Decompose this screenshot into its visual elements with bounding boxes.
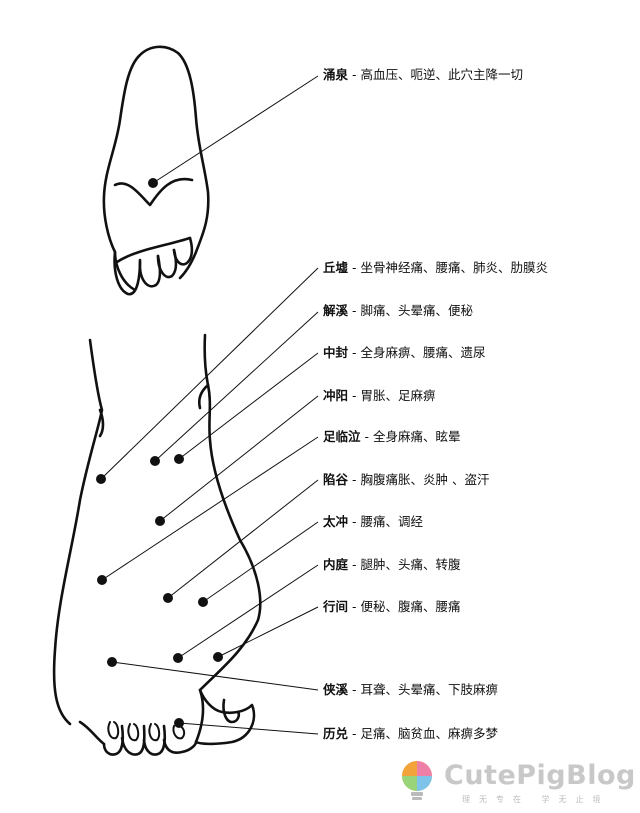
separator: - bbox=[352, 345, 357, 360]
sole-toe-1 bbox=[113, 250, 142, 296]
leader-jiexi bbox=[154, 311, 319, 462]
label-taichong: 太冲-腰痛、调经 bbox=[323, 514, 423, 530]
dot-neiting bbox=[173, 653, 183, 663]
ankle-outer-curve bbox=[197, 383, 210, 410]
separator: - bbox=[352, 388, 357, 403]
label-xiaxi: 侠溪-耳聋、头晕痛、下肢麻痹 bbox=[323, 682, 498, 698]
dot-xiangu bbox=[163, 593, 173, 603]
leader-taichong bbox=[202, 521, 319, 603]
separator: - bbox=[364, 429, 370, 444]
point-name: 足临泣 bbox=[323, 429, 361, 444]
dot-lidui bbox=[174, 718, 184, 728]
point-name: 解溪 bbox=[323, 303, 349, 318]
toe-5 bbox=[162, 738, 198, 754]
leader-xiangu bbox=[167, 479, 319, 599]
separator: - bbox=[352, 260, 357, 275]
label-xiangu: 陷谷-胸腹痛胀、炎肿 、盗汗 bbox=[323, 472, 490, 488]
toe-3-nail bbox=[127, 723, 140, 742]
toe-5-nail bbox=[172, 725, 186, 740]
dot-taichong bbox=[198, 597, 208, 607]
leader-chongyang bbox=[159, 395, 319, 522]
leader-xiaxi bbox=[111, 661, 319, 691]
separator: - bbox=[352, 726, 357, 741]
point-name: 陷谷 bbox=[323, 472, 349, 487]
toe-2-nail bbox=[107, 721, 120, 740]
separator: - bbox=[352, 514, 357, 529]
watermark: CutePigBlog 理无专在 学无止境 bbox=[392, 752, 636, 806]
watermark-brand: CutePigBlog bbox=[444, 760, 636, 791]
label-lidui: 历兑-足痛、脑贫血、麻痹多梦 bbox=[323, 726, 498, 742]
leader-zulinqi bbox=[101, 436, 319, 581]
leader-yongquan bbox=[152, 75, 319, 184]
label-zulinqi: 足临泣-全身麻痛、眩晕 bbox=[323, 429, 461, 445]
point-name: 冲阳 bbox=[323, 388, 349, 403]
separator: - bbox=[352, 599, 357, 614]
label-xingjian: 行间-便秘、腹痛、腰痛 bbox=[323, 599, 461, 615]
big-toe bbox=[194, 688, 256, 746]
dot-chongyang bbox=[155, 516, 165, 526]
sole-arch-curve bbox=[113, 177, 194, 207]
watermark-slogan: 理无专在 学无止境 bbox=[462, 795, 610, 804]
label-zhongfeng: 中封-全身麻痹、腰痛、遗尿 bbox=[323, 345, 486, 361]
leader-zhongfeng bbox=[178, 352, 319, 460]
toe-3 bbox=[120, 724, 146, 756]
point-desc: 便秘、腹痛、腰痛 bbox=[360, 599, 461, 614]
point-name: 历兑 bbox=[323, 726, 349, 741]
leader-xingjian bbox=[217, 606, 319, 658]
separator: - bbox=[352, 67, 357, 82]
sole-outline bbox=[102, 45, 210, 292]
point-desc: 胸腹痛胀、炎肿 、盗汗 bbox=[360, 472, 490, 487]
leader-qiuxu bbox=[100, 267, 319, 480]
point-desc: 高血压、呃逆、此穴主降一切 bbox=[360, 67, 524, 82]
toe-4-nail bbox=[148, 723, 161, 742]
dot-zhongfeng bbox=[174, 454, 184, 464]
foot-outline bbox=[52, 333, 262, 746]
dot-xiaxi bbox=[107, 657, 117, 667]
dot-xingjian bbox=[213, 652, 223, 662]
point-name: 中封 bbox=[323, 345, 349, 360]
point-desc: 耳聋、头晕痛、下肢麻痹 bbox=[360, 682, 499, 697]
dot-yongquan bbox=[148, 178, 158, 188]
leader-neiting bbox=[177, 564, 319, 659]
label-jiexi: 解溪-脚痛、头晕痛、便秘 bbox=[323, 303, 473, 319]
leader-lidui bbox=[178, 722, 319, 735]
dot-jiexi bbox=[150, 456, 160, 466]
point-name: 太冲 bbox=[323, 514, 349, 529]
point-name: 行间 bbox=[323, 599, 349, 614]
label-neiting: 内庭-腿肿、头痛、转腹 bbox=[323, 557, 461, 573]
label-qiuxu: 丘墟-坐骨神经痛、腰痛、肺炎、肋膜炎 bbox=[323, 260, 548, 276]
point-name: 侠溪 bbox=[323, 682, 349, 697]
point-desc: 足痛、脑贫血、麻痹多梦 bbox=[360, 726, 499, 741]
label-chongyang: 冲阳-胃胀、足麻痹 bbox=[323, 388, 436, 404]
lightbulb-icon bbox=[402, 761, 432, 800]
point-name: 丘墟 bbox=[323, 260, 349, 275]
dot-qiuxu bbox=[96, 474, 106, 484]
point-desc: 全身麻痛、眩晕 bbox=[373, 429, 461, 444]
separator: - bbox=[352, 682, 357, 697]
point-name: 涌泉 bbox=[323, 67, 349, 82]
toe-2 bbox=[102, 724, 125, 756]
separator: - bbox=[352, 472, 357, 487]
sole-ball-curve bbox=[115, 236, 192, 264]
point-desc: 脚痛、头晕痛、便秘 bbox=[360, 303, 474, 318]
toe-4 bbox=[142, 724, 167, 756]
point-desc: 腰痛、调经 bbox=[360, 514, 424, 529]
label-yongquan: 涌泉-高血压、呃逆、此穴主降一切 bbox=[323, 67, 523, 83]
point-desc: 坐骨神经痛、腰痛、肺炎、肋膜炎 bbox=[360, 260, 549, 275]
big-toe-nail bbox=[222, 698, 241, 724]
separator: - bbox=[352, 303, 357, 318]
point-desc: 胃胀、足麻痹 bbox=[360, 388, 436, 403]
point-name: 内庭 bbox=[323, 557, 349, 572]
point-desc: 全身麻痹、腰痛、遗尿 bbox=[360, 345, 486, 360]
sole-toe-4 bbox=[172, 236, 194, 266]
separator: - bbox=[352, 557, 357, 572]
ankle-inner-curve bbox=[98, 408, 105, 438]
point-desc: 腿肿、头痛、转腹 bbox=[360, 557, 461, 572]
dot-zulinqi bbox=[97, 575, 107, 585]
